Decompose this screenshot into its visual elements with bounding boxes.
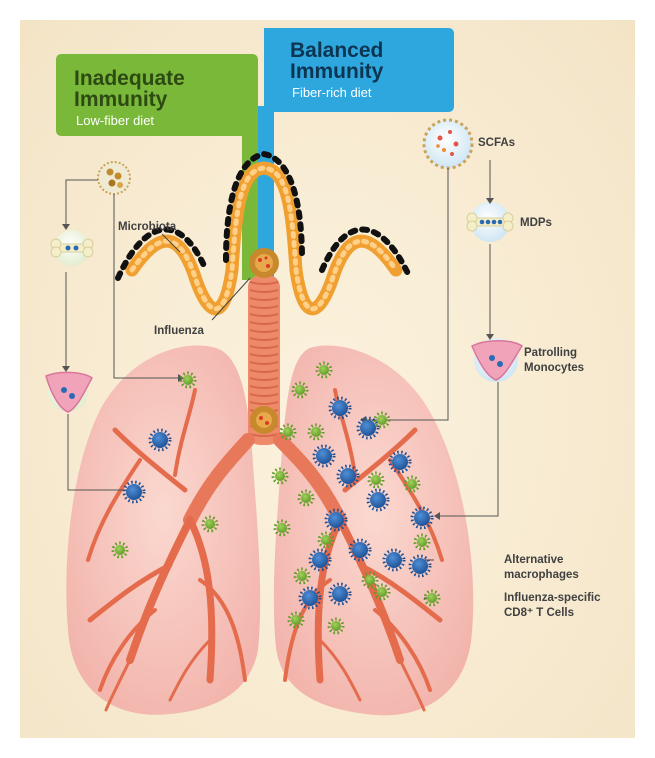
- macrophage-icon: [148, 428, 172, 452]
- scfa-sphere-icon: [422, 118, 474, 170]
- intestinal-villi: [115, 150, 413, 316]
- microbiota-dots: [115, 150, 413, 281]
- t-cell-icon: [373, 583, 391, 601]
- t-cell-icon: [361, 571, 379, 589]
- monocyte-icon: [471, 338, 524, 382]
- macrophage-icon: [328, 396, 352, 420]
- macrophage-icon: [324, 508, 348, 532]
- label-alternative-line2: macrophages: [504, 569, 579, 581]
- label-tcell-line2: CD8⁺ T Cells: [504, 607, 574, 619]
- bone-molecule-icon: [50, 230, 94, 266]
- left-panel-title-line1: Inadequate: [74, 67, 185, 90]
- right-panel-title-line1: Balanced: [290, 39, 384, 62]
- macrophage-icon: [366, 488, 390, 512]
- bronchial-tree: [86, 388, 444, 712]
- t-cell-icon: [291, 381, 309, 399]
- macrophage-icon: [356, 416, 380, 440]
- macrophage-icon: [348, 538, 372, 562]
- t-cell-icon: [373, 411, 391, 429]
- macrophage-icon: [122, 480, 146, 504]
- right-panel-title-line2: Immunity: [290, 60, 384, 83]
- t-cell-icon: [367, 471, 385, 489]
- label-patrolling-line1: Patrolling: [524, 347, 578, 359]
- t-cell-icon: [315, 361, 333, 379]
- t-cell-icon: [279, 423, 297, 441]
- t-cell-icon: [179, 371, 197, 389]
- lung-diagram: [45, 28, 524, 716]
- diagram-frame: Inadequate Immunity Low-fiber diet Balan…: [20, 20, 635, 738]
- t-cell-icon: [271, 467, 289, 485]
- left-panel-title-line2: Immunity: [74, 88, 168, 111]
- t-cell-icon: [111, 541, 129, 559]
- t-cell-icon: [293, 567, 311, 585]
- macrophage-icon: [408, 554, 432, 578]
- t-cell-icon: [297, 489, 315, 507]
- label-patrolling-line2: Monocytes: [524, 362, 585, 374]
- label-microbiota: Microbiota: [118, 221, 177, 233]
- t-cell-icon: [287, 611, 305, 629]
- t-cell-icon: [273, 519, 291, 537]
- t-cell-icon: [413, 533, 431, 551]
- t-cell-icon: [201, 515, 219, 533]
- pathway-arrows: [65, 160, 499, 517]
- mdp-molecule-icon: [466, 202, 514, 242]
- right-panel-banner: [258, 28, 454, 280]
- t-cell-icon: [327, 617, 345, 635]
- label-tcell-line1: Influenza-specific: [504, 592, 601, 604]
- t-cell-icon: [317, 531, 335, 549]
- macrophage-icon: [312, 444, 336, 468]
- right-lung: [273, 345, 474, 716]
- macrophage-icon: [410, 506, 434, 530]
- t-cell-icon: [307, 423, 325, 441]
- macrophage-icon: [388, 450, 412, 474]
- macrophage-icon: [336, 464, 360, 488]
- label-influenza: Influenza: [154, 325, 204, 337]
- t-cell-icon: [403, 475, 421, 493]
- label-mdps: MDPs: [520, 217, 552, 229]
- macrophage-icon: [298, 586, 322, 610]
- left-panel-subtitle: Low-fiber diet: [76, 113, 155, 128]
- bacteria-cluster-icon: [97, 161, 131, 195]
- macrophage-icon: [308, 548, 332, 572]
- virus-icon: [250, 406, 278, 434]
- label-alternative-line1: Alternative: [504, 554, 564, 566]
- macrophage-icon: [382, 548, 406, 572]
- trachea: [183, 275, 347, 527]
- virus-icon: [249, 248, 279, 278]
- immune-cells: [111, 361, 441, 635]
- left-lung: [66, 345, 261, 715]
- label-scfas: SCFAs: [478, 137, 516, 149]
- right-panel-subtitle: Fiber-rich diet: [292, 85, 372, 100]
- macrophage-icon: [328, 582, 352, 606]
- monocyte-icon: [45, 371, 93, 413]
- t-cell-icon: [423, 589, 441, 607]
